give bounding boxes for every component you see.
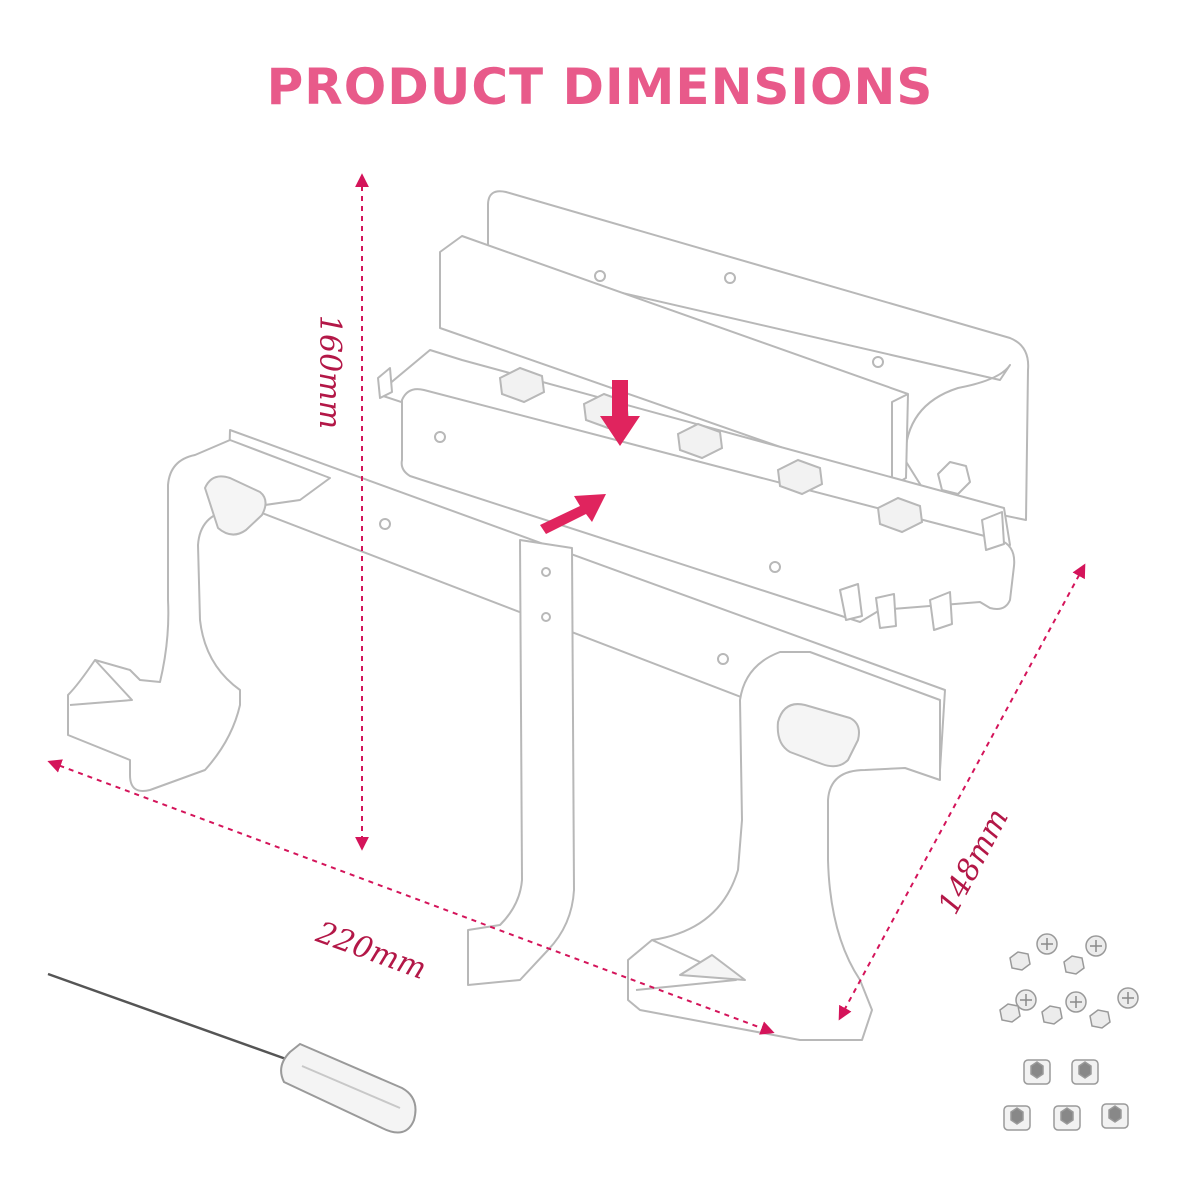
tray-screw-holes (434, 270, 884, 573)
width-dimension-line (47, 759, 775, 1035)
depth-label: 148mm (931, 803, 1015, 920)
screw-heads (1015, 933, 1139, 1013)
screwdriver (47, 972, 417, 1134)
dimension-lines (47, 173, 1086, 1035)
height-label: 160mm (312, 315, 347, 429)
tray-hex-holes (498, 366, 924, 534)
center-strap (467, 539, 575, 986)
page-title: PRODUCT DIMENSIONS (266, 58, 934, 116)
screwdriver-handle (280, 1042, 417, 1134)
left-hook-arm (67, 439, 331, 792)
up-right-arrow (540, 494, 606, 534)
tray-nut (937, 461, 971, 495)
hex-spacers (1003, 1059, 1129, 1131)
tray-divider-wall (439, 235, 909, 487)
assembly-arrows (540, 380, 640, 534)
bracket-screw-holes (379, 518, 729, 665)
width-label: 220mm (311, 915, 431, 987)
screwdriver-shaft (47, 972, 301, 1066)
down-arrow (600, 380, 640, 446)
hardware-kit (999, 933, 1139, 1131)
hex-nuts (999, 951, 1111, 1029)
left-hook-slot (204, 475, 267, 536)
